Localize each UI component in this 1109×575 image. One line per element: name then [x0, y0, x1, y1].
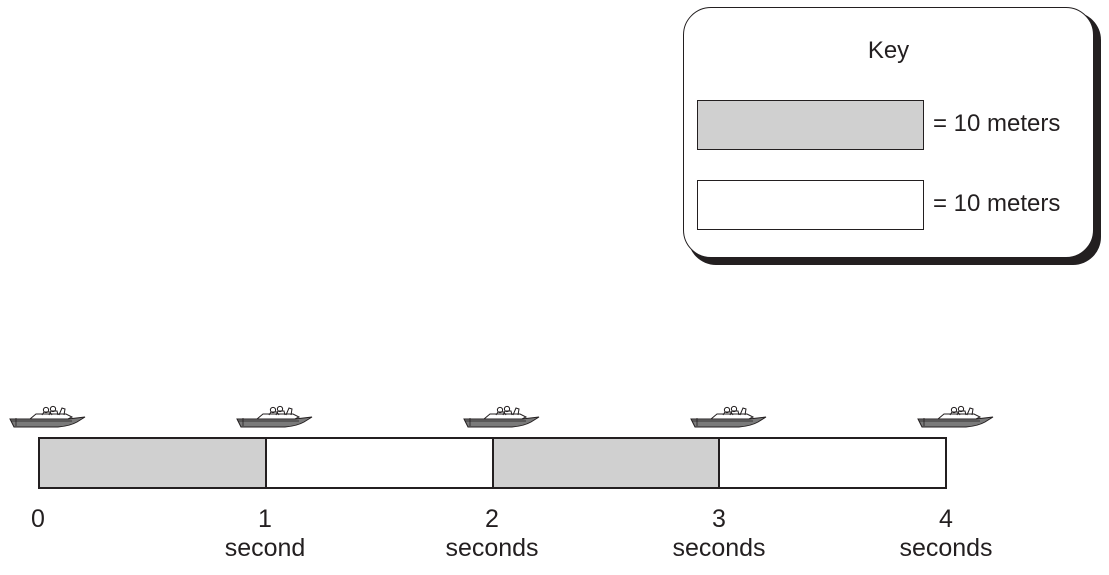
- tick-label-1: 1 second: [195, 505, 335, 563]
- boat-icon: [690, 405, 767, 428]
- tick-label-2: 2 seconds: [422, 505, 562, 563]
- tick-label-0: 0: [0, 505, 108, 534]
- key-title: Key: [867, 37, 910, 64]
- track-segment: [493, 439, 721, 487]
- boat-icon: [463, 405, 540, 428]
- tick-unit: second: [224, 534, 306, 562]
- tick-number: 3: [712, 505, 726, 533]
- track-segment: [720, 439, 945, 487]
- key-swatch-gray: [697, 100, 924, 150]
- track-segment: [40, 439, 267, 487]
- boat-icon: [9, 405, 86, 428]
- key-swatch-white: [697, 180, 924, 230]
- key-label-gray: = 10 meters: [933, 110, 1061, 137]
- distance-track: [38, 437, 947, 489]
- key-box: Key = 10 meters = 10 meters: [683, 7, 1094, 258]
- tick-unit: seconds: [672, 534, 766, 562]
- tick-number: 4: [939, 505, 953, 533]
- tick-label-3: 3 seconds: [649, 505, 789, 563]
- track-segment: [266, 439, 494, 487]
- tick-number: 0: [31, 505, 45, 533]
- tick-number: 1: [258, 505, 272, 533]
- tick-number: 2: [485, 505, 499, 533]
- key-label-white: = 10 meters: [933, 190, 1061, 217]
- boat-icon: [236, 405, 313, 428]
- tick-unit: seconds: [445, 534, 539, 562]
- tick-unit: seconds: [899, 534, 993, 562]
- boat-icon: [917, 405, 994, 428]
- tick-label-4: 4 seconds: [876, 505, 1016, 563]
